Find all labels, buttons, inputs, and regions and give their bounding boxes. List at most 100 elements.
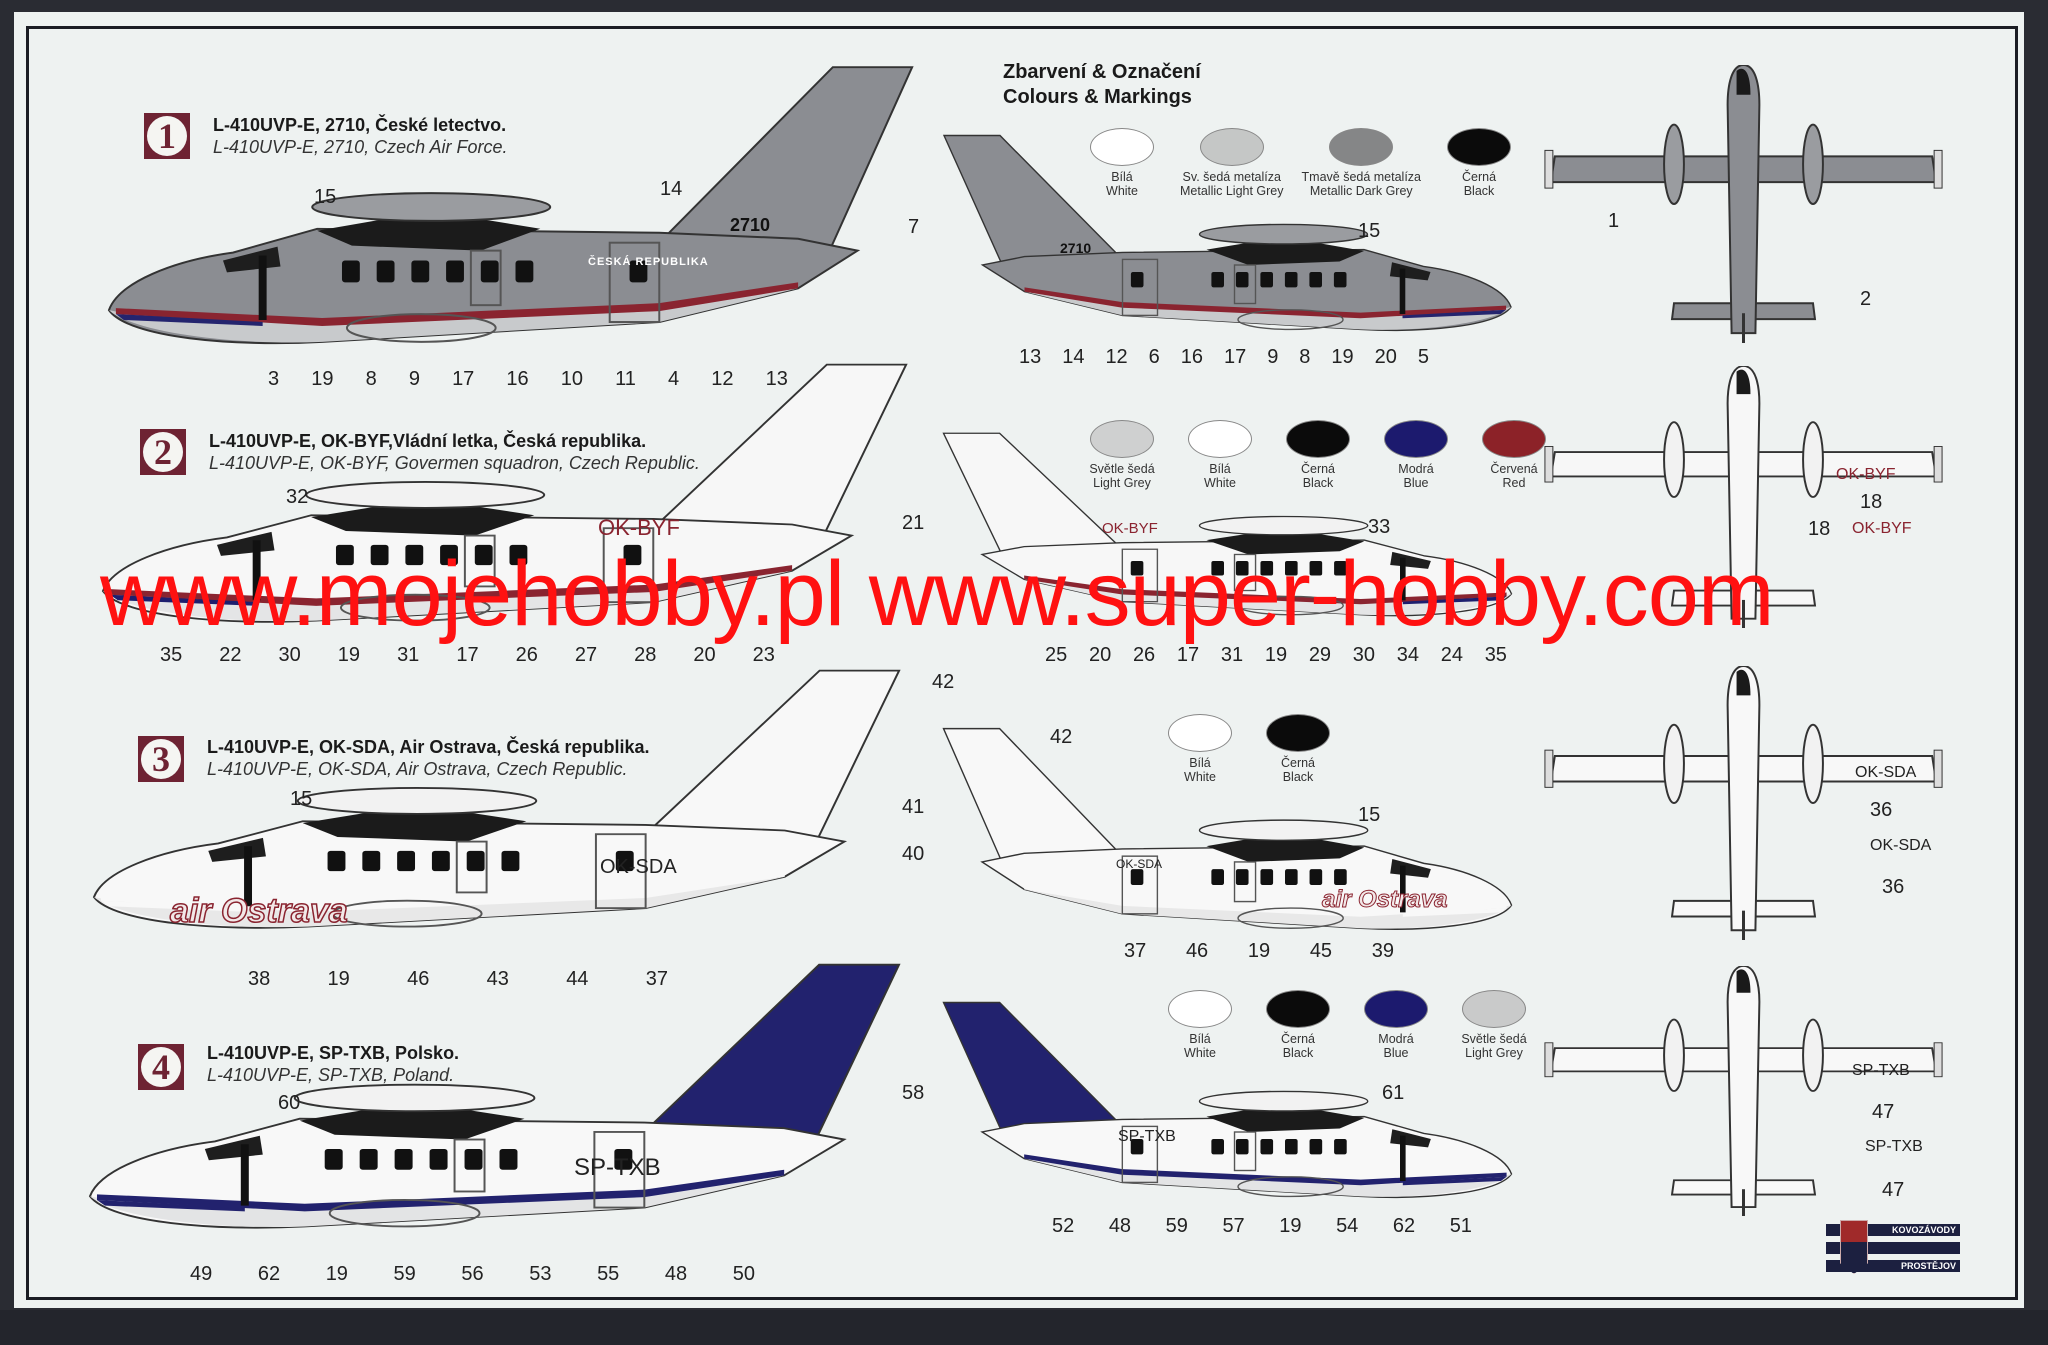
- swatch-name-cz: Sv. šedá metalíza: [1182, 170, 1281, 184]
- callout: 17: [1176, 644, 1200, 666]
- callout: 46: [407, 968, 430, 990]
- callout: 61: [1382, 1082, 1405, 1104]
- legend-title-cz: Zbarvení & Označení: [1003, 61, 1201, 83]
- callout: 32: [286, 486, 309, 508]
- callout: 3: [268, 368, 280, 390]
- callout: 12: [711, 368, 734, 390]
- callout: 13: [1019, 346, 1042, 368]
- registration-left: OK-BYF: [598, 515, 680, 540]
- legend-title-en: Colours & Markings: [1003, 86, 1192, 108]
- callout: 53: [529, 1263, 552, 1285]
- swatch-colour-chip: [1447, 128, 1512, 166]
- callout: 58: [902, 1082, 925, 1104]
- callout: 43: [486, 968, 509, 990]
- callout: 29: [1308, 644, 1332, 666]
- callout: 45: [1309, 940, 1333, 962]
- registration-plan-lower: OK-BYF: [1852, 520, 1912, 537]
- scheme-1-left-profile: [104, 62, 927, 350]
- callout: 25: [1045, 644, 1068, 666]
- scheme-3-badge: 3: [138, 736, 184, 782]
- swatch-colour-chip: [1384, 420, 1448, 458]
- callout: 20: [1374, 346, 1397, 368]
- callout: 19: [1279, 1215, 1302, 1237]
- callout: 15: [314, 186, 337, 208]
- registration-plan-upper: OK-BYF: [1836, 466, 1896, 483]
- swatch-name-cz: Modrá: [1398, 462, 1434, 476]
- callout: 10: [560, 368, 584, 390]
- swatch-colour-chip: [1482, 420, 1546, 458]
- scheme-1-title: L-410UVP-E, 2710, České letectvo.L-410UV…: [213, 114, 507, 158]
- callout: 16: [506, 368, 529, 390]
- scheme-4-right-profile: [933, 999, 1515, 1202]
- callout: 1: [1608, 210, 1620, 232]
- scheme-number: 1: [147, 116, 187, 156]
- callout: 34: [1396, 644, 1419, 666]
- swatch-name-cz: Černá: [1300, 462, 1336, 476]
- swatch-name-en: Black: [1282, 1046, 1314, 1060]
- scheme-1-badge: 1: [144, 113, 190, 159]
- callout: 19: [311, 368, 334, 390]
- registration-left: OK-SDA: [600, 856, 677, 878]
- swatch-name-cz: Černá: [1280, 756, 1316, 770]
- callout: 16: [1180, 346, 1203, 368]
- callout: 62: [1392, 1215, 1416, 1237]
- title-en: L-410UVP-E, 2710, Czech Air Force.: [213, 137, 508, 157]
- callout: 48: [1108, 1215, 1132, 1237]
- title-cz: L-410UVP-E, SP-TXB, Polsko.: [207, 1043, 460, 1063]
- callout: 4: [668, 368, 680, 390]
- swatch-colour-chip: [1266, 714, 1330, 752]
- swatch-name-en: Black: [1282, 770, 1314, 784]
- callout: 31: [1220, 644, 1244, 666]
- swatch-name-en: Light Grey: [1093, 476, 1151, 490]
- scheme-4-title: L-410UVP-E, SP-TXB, Polsko.L-410UVP-E, S…: [207, 1042, 459, 1086]
- callout: 46: [1185, 940, 1209, 962]
- swatch-name-cz: Červená: [1490, 462, 1538, 476]
- callout: 48: [664, 1263, 688, 1285]
- title-cz: L-410UVP-E, OK-BYF,Vládní letka, Česká r…: [209, 431, 647, 451]
- callout: 18: [1860, 491, 1883, 513]
- callout: 12: [1105, 346, 1128, 368]
- swatch-colour-chip: [1364, 990, 1428, 1028]
- watermark: www.mojehobby.pl www.super-hobby.com: [100, 543, 1775, 645]
- swatch-name-en: Blue: [1383, 1046, 1409, 1060]
- swatch-name-cz: Světle šedá: [1089, 462, 1155, 476]
- callout: 14: [1062, 346, 1085, 368]
- callout: 21: [902, 512, 925, 534]
- swatch-name-en: Red: [1502, 476, 1526, 490]
- callout: 17: [452, 368, 475, 390]
- registration-left: SP-TXB: [574, 1154, 661, 1181]
- swatch-name-cz: Černá: [1461, 170, 1497, 184]
- callout: 62: [257, 1263, 281, 1285]
- callout: 19: [1247, 940, 1271, 962]
- callout: 60: [278, 1092, 301, 1114]
- swatch-name-en: Blue: [1403, 476, 1429, 490]
- callout: 33: [1368, 516, 1391, 538]
- swatch-colour-chip: [1462, 990, 1526, 1028]
- callout: 14: [660, 178, 683, 200]
- callout: 24: [1440, 644, 1463, 666]
- swatch-name-en: Light Grey: [1465, 1046, 1523, 1060]
- callout: 17: [1223, 346, 1247, 368]
